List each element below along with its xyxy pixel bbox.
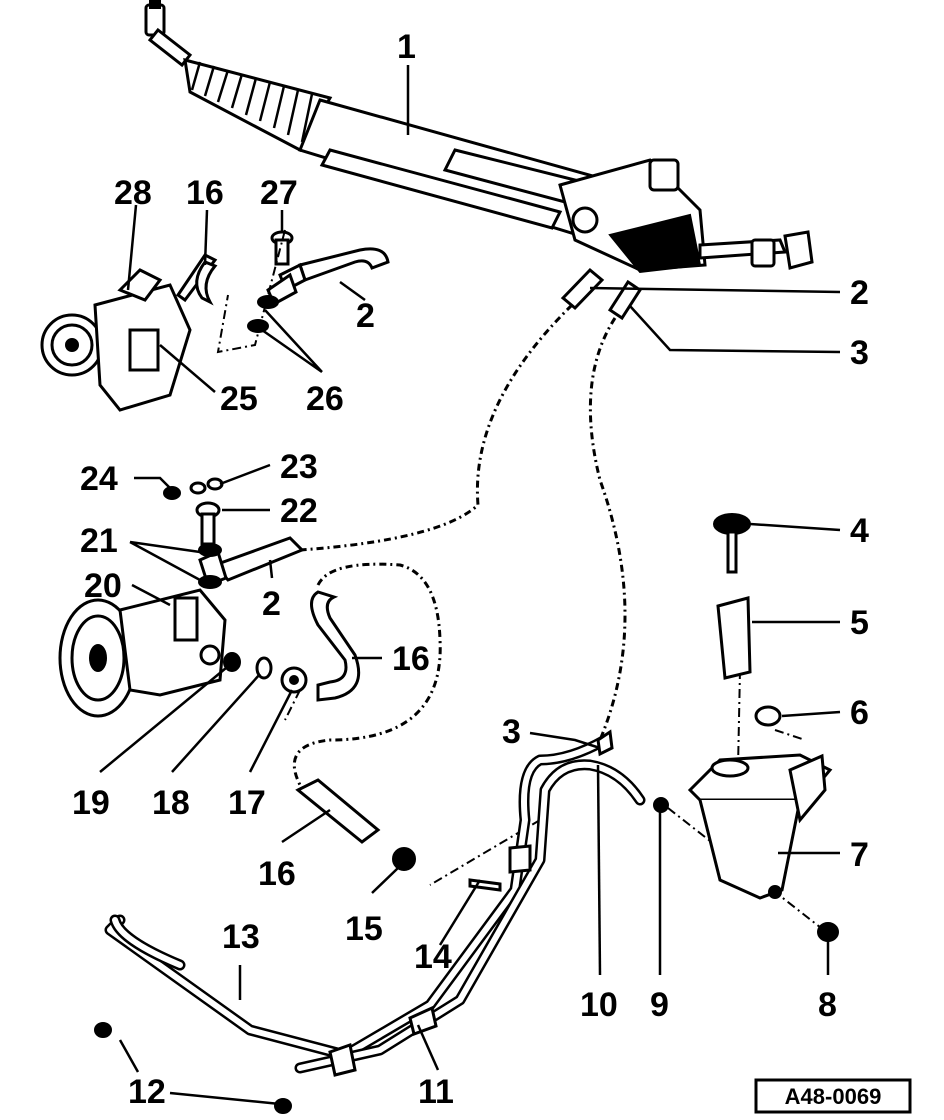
reservoir-strainer [716, 596, 752, 680]
suction-hose-middle [310, 590, 361, 702]
return-line-pipes [104, 729, 646, 1077]
callout-24: 24 [80, 460, 118, 498]
callout-10: 10 [580, 986, 618, 1024]
callout-18: 18 [152, 784, 190, 822]
rack-boot [183, 57, 333, 153]
callout-14: 14 [414, 938, 452, 976]
callout-labels: 1 2 2 2 3 3 4 5 6 7 8 9 10 11 12 13 14 1… [72, 28, 869, 1111]
callout-17: 17 [228, 784, 266, 822]
callout-9: 9 [650, 986, 669, 1024]
callout-12: 12 [128, 1073, 166, 1111]
callout-4: 4 [850, 512, 869, 550]
reference-code-box: A48-0069 [754, 1078, 912, 1114]
suction-hose-upper [195, 260, 218, 306]
callout-16: 16 [186, 174, 224, 212]
callout-2: 2 [356, 297, 375, 335]
callout-25: 25 [220, 380, 258, 418]
steering-rack [144, 0, 814, 321]
callout-15: 15 [345, 910, 383, 948]
callout-5: 5 [850, 604, 869, 642]
suction-fittings [223, 652, 308, 694]
reservoir-cap [713, 513, 751, 574]
callout-16: 16 [392, 640, 430, 678]
callout-16: 16 [258, 855, 296, 893]
callout-3: 3 [850, 334, 869, 372]
callout-21: 21 [80, 522, 118, 560]
fluid-reservoir [687, 753, 833, 900]
leader-lines [99, 65, 841, 1106]
banjo-bolt-lower [163, 477, 224, 589]
suction-hose-lower [295, 778, 381, 844]
reservoir-nut [817, 922, 839, 942]
callout-13: 13 [222, 918, 260, 956]
power-steering-pump-upper [40, 253, 218, 412]
power-steering-pump-lower [58, 588, 227, 718]
callout-26: 26 [306, 380, 344, 418]
reservoir-bolt [754, 705, 782, 727]
reference-code: A48-0069 [785, 1084, 882, 1109]
callout-20: 20 [84, 567, 122, 605]
callout-3: 3 [502, 713, 521, 751]
line-nut-15 [392, 847, 416, 871]
callout-2: 2 [262, 585, 281, 623]
callout-28: 28 [114, 174, 152, 212]
callout-11: 11 [418, 1073, 454, 1111]
callout-2: 2 [850, 274, 869, 312]
callout-8: 8 [818, 986, 837, 1024]
steering-valve-housing [558, 158, 707, 274]
callout-7: 7 [850, 836, 869, 874]
bolt-12-left [94, 1022, 112, 1038]
callout-27: 27 [260, 174, 298, 212]
bolt-12-right [274, 1098, 292, 1114]
callout-22: 22 [280, 492, 318, 530]
callout-1: 1 [397, 28, 416, 66]
callout-6: 6 [850, 694, 869, 732]
callout-23: 23 [280, 448, 318, 486]
callout-19: 19 [72, 784, 110, 822]
